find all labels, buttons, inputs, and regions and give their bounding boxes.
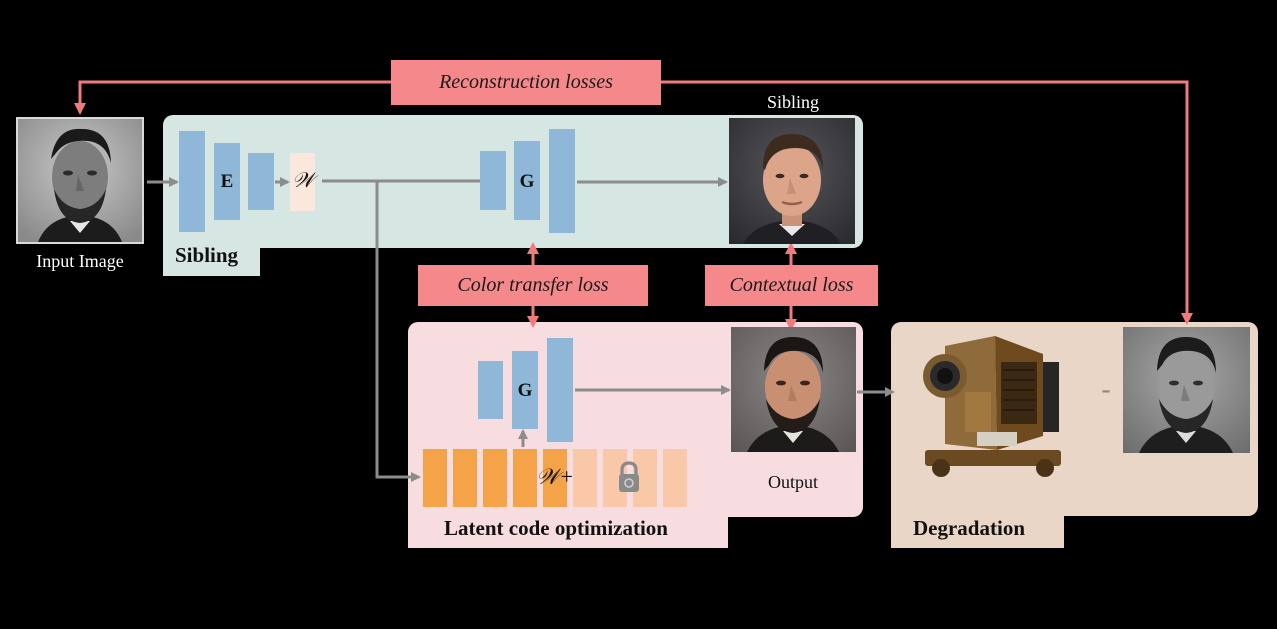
minus-sign: - (1101, 374, 1111, 405)
generator-bottom-block-2 (512, 351, 538, 429)
contextual-loss-box: Contextual loss (705, 265, 878, 306)
sibling-caption: Sibling (766, 92, 819, 112)
w-space-label: 𝒲 (291, 168, 314, 192)
sibling-image (729, 118, 855, 244)
input-image-caption: Input Image (36, 251, 124, 271)
output-image (731, 327, 856, 452)
latent-code-1 (423, 449, 447, 507)
sibling-tab-label: Sibling (175, 243, 239, 267)
portrait-sibling (729, 118, 855, 244)
input-image (16, 117, 144, 244)
color-transfer-loss-label: Color transfer loss (457, 274, 609, 296)
encoder-label: E (220, 171, 234, 192)
degradation-tab: Degradation (891, 506, 1064, 548)
lock-icon (617, 461, 641, 498)
encoder-block-2 (214, 143, 240, 220)
degradation-tab-label: Degradation (913, 516, 1025, 540)
generator-bottom-block-1 (478, 361, 503, 419)
sibling-tab: Sibling (163, 238, 260, 276)
latent-tab-label: Latent code optimization (444, 516, 668, 540)
w-space-block (290, 153, 315, 211)
latent-code-2 (453, 449, 477, 507)
encoder-block-3 (248, 153, 274, 210)
latent-code-9 (663, 449, 687, 507)
reconstruction-loss-label: Reconstruction losses (439, 71, 613, 93)
latent-code-4 (513, 449, 537, 507)
contextual-loss-label: Contextual loss (729, 274, 854, 296)
degraded-image (1123, 327, 1250, 453)
generator-top-block-1 (480, 151, 506, 210)
color-transfer-loss-box: Color transfer loss (418, 265, 648, 306)
portrait-lincoln-degraded (1123, 327, 1250, 453)
generator-bottom-label: G (517, 380, 533, 401)
latent-code-5 (543, 449, 567, 507)
output-caption: Output (767, 472, 818, 492)
portrait-lincoln-gray (18, 119, 142, 242)
generator-top-block-3 (549, 129, 575, 233)
encoder-block-1 (179, 131, 205, 232)
latent-code-6 (573, 449, 597, 507)
generator-top-label: G (519, 171, 535, 192)
generator-top-block-2 (514, 141, 540, 220)
latent-code-3 (483, 449, 507, 507)
w-plus-label: 𝒲+ (536, 464, 574, 489)
camera-icon (915, 332, 1070, 487)
reconstruction-loss-box: Reconstruction losses (391, 60, 661, 105)
portrait-lincoln-color (731, 327, 856, 452)
generator-bottom-block-3 (547, 338, 573, 442)
latent-tab: Latent code optimization (408, 507, 728, 548)
